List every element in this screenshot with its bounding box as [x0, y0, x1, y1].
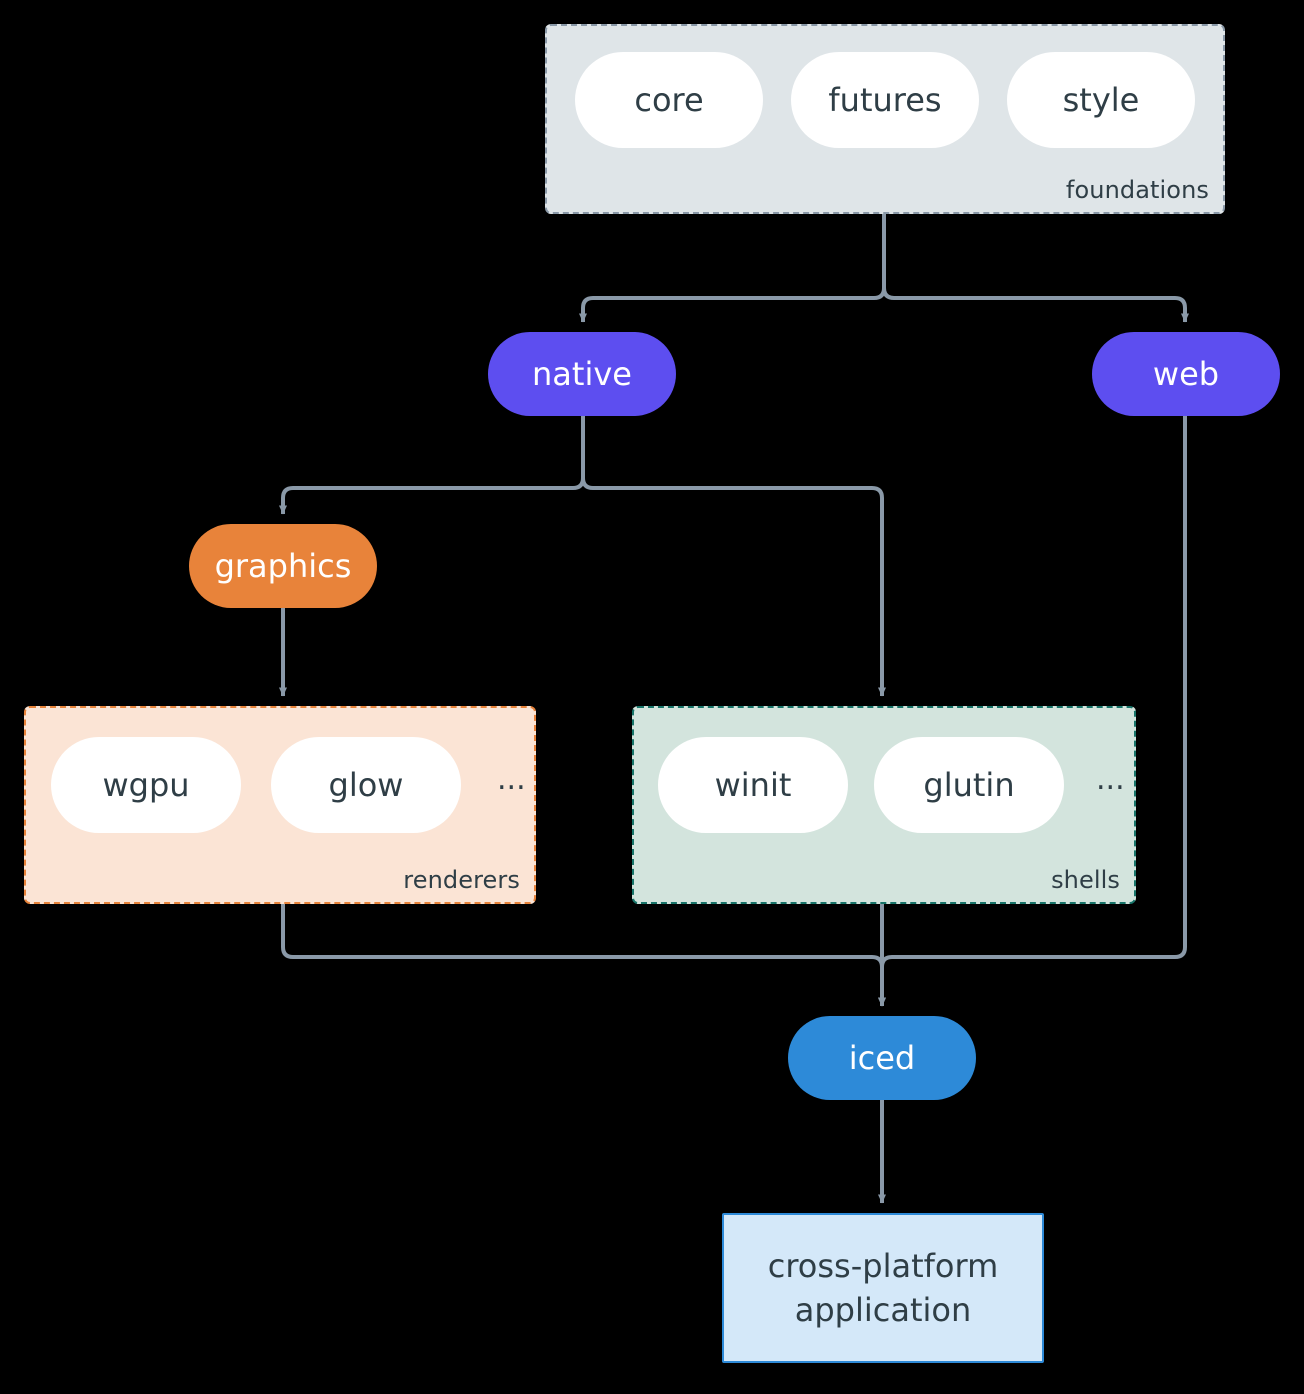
node-glutin[interactable]: glutin: [874, 737, 1064, 833]
node-web[interactable]: web: [1092, 332, 1280, 416]
shells-ellipsis: ...: [1096, 762, 1125, 797]
edge-native-graphics: [279, 416, 585, 515]
cluster-renderers-label: renderers: [403, 866, 520, 894]
cluster-shells-label: shells: [1051, 866, 1120, 894]
node-glow[interactable]: glow: [271, 737, 461, 833]
node-style[interactable]: style: [1007, 52, 1195, 148]
application-label-line1: cross-platform: [767, 1246, 999, 1285]
application-label-line2: application: [794, 1291, 972, 1329]
cluster-foundations-nodes: core futures style: [575, 52, 1195, 148]
node-core[interactable]: core: [575, 52, 763, 148]
node-graphics[interactable]: graphics: [189, 524, 377, 608]
node-iced[interactable]: iced: [788, 1016, 976, 1100]
cluster-shells[interactable]: winit glutin ... shells: [632, 706, 1136, 904]
edge-foundations-native: [579, 214, 886, 323]
renderers-ellipsis: ...: [497, 762, 526, 797]
cluster-renderers[interactable]: wgpu glow ... renderers: [24, 706, 536, 904]
edge-foundations-web: [882, 214, 1189, 323]
cluster-foundations-label: foundations: [1065, 176, 1209, 204]
edge-renderers-iced: [281, 904, 886, 1007]
cluster-foundations[interactable]: core futures style foundations: [545, 24, 1225, 214]
cluster-renderers-nodes: wgpu glow ...: [51, 737, 526, 833]
node-cross-platform-application[interactable]: cross-platform application: [722, 1213, 1044, 1363]
node-wgpu[interactable]: wgpu: [51, 737, 241, 833]
node-winit[interactable]: winit: [658, 737, 848, 833]
node-futures[interactable]: futures: [791, 52, 979, 148]
cluster-shells-nodes: winit glutin ...: [658, 737, 1125, 833]
edge-native-shells: [581, 416, 886, 697]
node-native[interactable]: native: [488, 332, 676, 416]
